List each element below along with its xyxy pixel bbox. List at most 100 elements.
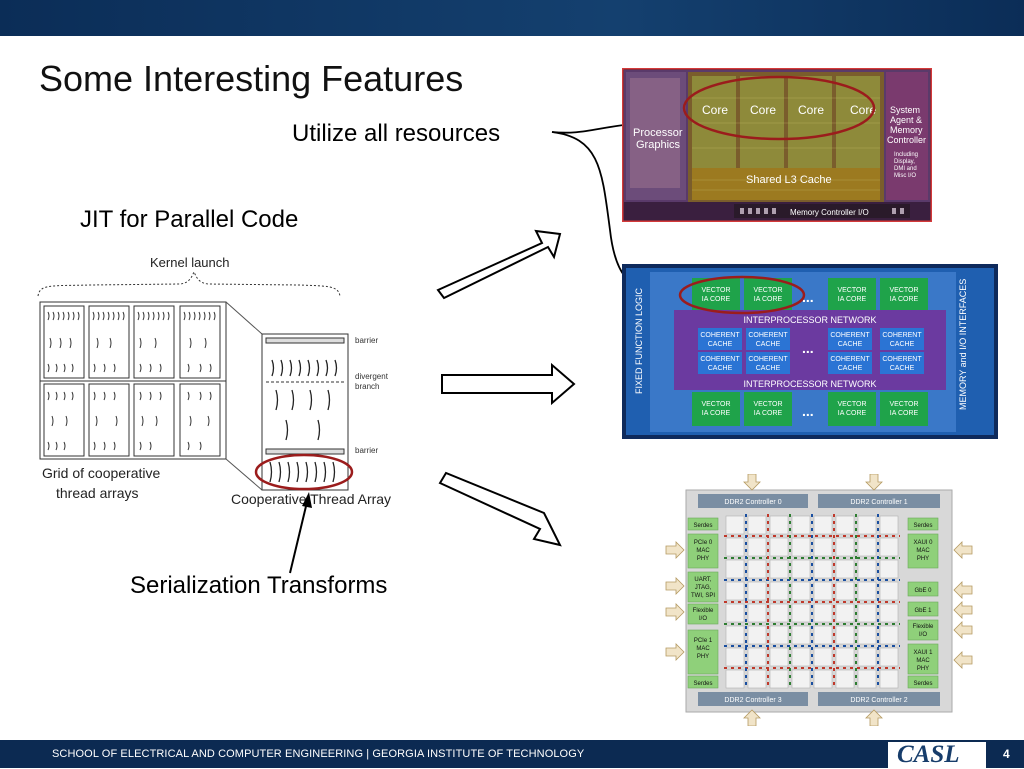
- svg-text:MAC: MAC: [696, 548, 710, 554]
- zoom-line-top: [225, 301, 263, 335]
- svg-text:CACHE: CACHE: [756, 341, 781, 348]
- agent-label-line3: Memory: [890, 125, 923, 135]
- svg-text:XAUI 1: XAUI 1: [913, 650, 933, 656]
- svg-text:CACHE: CACHE: [838, 341, 863, 348]
- barrier-top-label: barrier: [355, 336, 378, 345]
- arrow-down-right: [438, 471, 562, 547]
- cta-block: [261, 333, 349, 491]
- arrow-right: [441, 362, 576, 406]
- svg-text:GbE 1: GbE 1: [914, 608, 932, 614]
- top-vector-cores: [692, 278, 928, 312]
- mesh-tiles: [725, 515, 899, 689]
- svg-text:GbE 0: GbE 0: [914, 588, 932, 594]
- tilera-mesh-diagram: DDR2 Controller 0 DDR2 Controller 1 DDR2…: [665, 474, 973, 726]
- ddr2-label: DDR2 Controller 2: [850, 697, 907, 704]
- graphics-label-line1: Processor: [633, 127, 683, 139]
- svg-text:IA CORE: IA CORE: [702, 410, 731, 417]
- block-arrows: [436, 229, 576, 547]
- agent-sub-line2: Display,: [894, 159, 915, 165]
- svg-text:VECTOR: VECTOR: [837, 287, 866, 294]
- svg-text:IA CORE: IA CORE: [890, 296, 919, 303]
- io-port-arrows: [665, 474, 973, 726]
- graphics-label-line2: Graphics: [636, 139, 681, 151]
- grid-caption-line2: thread arrays: [56, 485, 138, 501]
- svg-text:IA CORE: IA CORE: [890, 410, 919, 417]
- cta-thread-squiggles: [269, 359, 338, 483]
- svg-text:CACHE: CACHE: [838, 365, 863, 372]
- grid-blocks: [39, 301, 227, 460]
- svg-text:JTAG,: JTAG,: [695, 585, 712, 591]
- core-label-3: Core: [798, 103, 824, 117]
- svg-text:IA CORE: IA CORE: [754, 410, 783, 417]
- svg-text:MAC: MAC: [696, 646, 710, 652]
- svg-text:MAC: MAC: [916, 658, 930, 664]
- label-utilize-all-resources: Utilize all resources: [292, 120, 501, 147]
- slide-title: Some Interesting Features: [39, 58, 464, 99]
- svg-text:IA CORE: IA CORE: [754, 296, 783, 303]
- svg-text:PHY: PHY: [697, 556, 709, 562]
- svg-text:COHERENT: COHERENT: [748, 356, 788, 363]
- svg-text:...: ...: [802, 289, 814, 305]
- casl-logo-text: CASL: [897, 741, 960, 768]
- fixed-function-label: FIXED FUNCTION LOGIC: [634, 287, 644, 394]
- agent-sub-line1: Including: [894, 152, 918, 158]
- svg-text:VECTOR: VECTOR: [837, 401, 866, 408]
- svg-text:CACHE: CACHE: [708, 341, 733, 348]
- svg-text:CACHE: CACHE: [890, 365, 915, 372]
- arrow-up-right: [436, 229, 562, 300]
- svg-text:VECTOR: VECTOR: [889, 401, 918, 408]
- svg-text:PCIe 1: PCIe 1: [694, 638, 713, 644]
- svg-text:VECTOR: VECTOR: [889, 287, 918, 294]
- svg-text:Serdes: Serdes: [913, 523, 932, 529]
- svg-text:COHERENT: COHERENT: [700, 356, 740, 363]
- cores-highlight-ellipse: [682, 75, 876, 141]
- svg-text:TWI, SPI: TWI, SPI: [691, 593, 715, 599]
- svg-text:PHY: PHY: [917, 556, 929, 562]
- mesh-links: [724, 514, 900, 688]
- core-label-4: Core: [850, 103, 876, 117]
- svg-text:VECTOR: VECTOR: [701, 287, 730, 294]
- bottom-vector-cores: [692, 392, 928, 426]
- cta-highlight-ellipse: [254, 453, 354, 491]
- svg-text:COHERENT: COHERENT: [700, 332, 740, 339]
- svg-text:IA CORE: IA CORE: [838, 410, 867, 417]
- page-number: 4: [1003, 747, 1010, 761]
- ddr1-label: DDR2 Controller 1: [850, 499, 907, 506]
- kernel-launch-brace: [37, 270, 341, 297]
- ddr0-label: DDR2 Controller 0: [724, 499, 781, 506]
- svg-text:VECTOR: VECTOR: [701, 401, 730, 408]
- svg-text:CACHE: CACHE: [890, 341, 915, 348]
- barrier-bottom-line: [265, 448, 345, 455]
- kernel-launch-label: Kernel launch: [150, 255, 230, 270]
- barrier-bottom-label: barrier: [355, 446, 378, 455]
- vector-core-highlight-ellipse: [678, 275, 806, 315]
- svg-text:Flexible: Flexible: [913, 624, 934, 630]
- divergent-label-line1: divergent: [355, 372, 389, 381]
- cta-caption: Cooperative Thread Array: [231, 491, 391, 507]
- svg-text:COHERENT: COHERENT: [830, 332, 870, 339]
- svg-text:UART,: UART,: [694, 577, 712, 583]
- svg-text:XAUI 0: XAUI 0: [913, 540, 933, 546]
- svg-text:VECTOR: VECTOR: [753, 287, 782, 294]
- svg-text:PHY: PHY: [697, 654, 709, 660]
- svg-text:CACHE: CACHE: [756, 365, 781, 372]
- core-label-1: Core: [702, 103, 728, 117]
- agent-label-line4: Controller: [887, 135, 926, 145]
- footer-bar: [0, 740, 1024, 768]
- l3-cache-label: Shared L3 Cache: [746, 174, 832, 186]
- io-blocks-left: [687, 517, 719, 689]
- core-label-2: Core: [750, 103, 776, 117]
- svg-text:PHY: PHY: [917, 666, 929, 672]
- zoom-line-bottom: [225, 458, 263, 491]
- svg-text:...: ...: [802, 340, 814, 356]
- sandy-bridge-die: Core Core Core Core Processor Graphics S…: [622, 68, 932, 222]
- larrabee-diagram: FIXED FUNCTION LOGIC MEMORY and I/O INTE…: [622, 264, 998, 439]
- header-bar: [0, 0, 1024, 36]
- agent-sub-line4: Misc I/O: [894, 173, 916, 179]
- svg-text:Serdes: Serdes: [693, 681, 712, 687]
- svg-text:Serdes: Serdes: [913, 681, 932, 687]
- svg-text:CACHE: CACHE: [708, 365, 733, 372]
- svg-text:I/O: I/O: [919, 632, 927, 638]
- agent-label-line2: Agent &: [890, 115, 922, 125]
- svg-text:COHERENT: COHERENT: [830, 356, 870, 363]
